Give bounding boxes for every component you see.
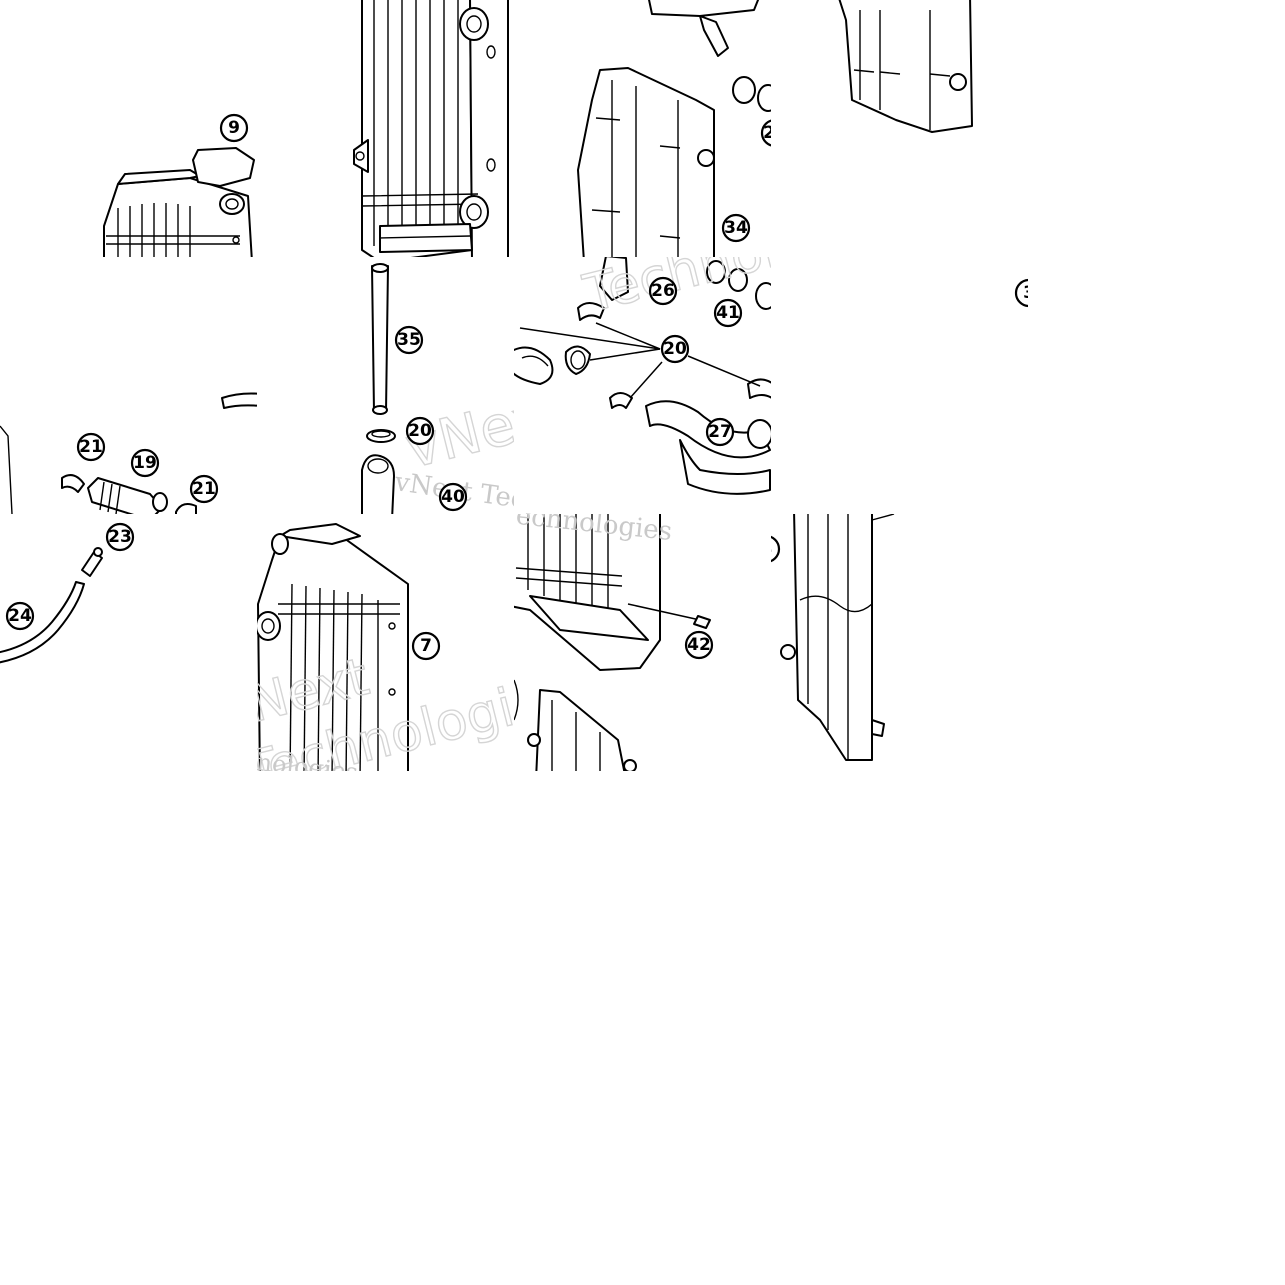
leader-20-c xyxy=(519,327,661,350)
radiator-small-with-cap xyxy=(103,147,255,257)
svg-text:9: 9 xyxy=(228,118,240,138)
callout-7: 7 xyxy=(411,631,441,661)
svg-text:20: 20 xyxy=(408,421,432,441)
svg-text:21: 21 xyxy=(79,437,103,457)
svg-text:19: 19 xyxy=(133,453,157,473)
callout-41: 41 xyxy=(713,298,743,328)
leader-20-b xyxy=(589,348,661,361)
svg-text:34: 34 xyxy=(724,218,748,238)
svg-text:27: 27 xyxy=(708,422,732,442)
callout-4: 4 xyxy=(760,535,781,563)
callout-27: 27 xyxy=(705,417,735,447)
callout-24: 24 xyxy=(5,601,35,631)
svg-text:40: 40 xyxy=(441,487,465,507)
hose-fittings-left xyxy=(0,392,257,514)
radiator-shroud-right xyxy=(838,0,973,133)
callout-26: 26 xyxy=(648,276,678,306)
svg-text:8: 8 xyxy=(302,281,314,301)
leader-20-a xyxy=(595,322,661,350)
callouts: 9 8 35 20 26 41 20 27 xyxy=(5,113,1035,661)
radiator-large xyxy=(353,0,509,257)
callout-21-left: 21 xyxy=(76,432,106,462)
callout-9: 9 xyxy=(219,113,249,143)
radiator-shroud xyxy=(577,0,771,257)
svg-text:35: 35 xyxy=(397,330,421,350)
callout-20-hose-clamps: 20 xyxy=(660,334,690,364)
radiator-left xyxy=(257,523,409,771)
callout-8: 8 xyxy=(295,278,321,304)
svg-text:3: 3 xyxy=(1023,283,1035,303)
pipe-and-clamp xyxy=(361,263,396,514)
svg-text:25: 25 xyxy=(763,123,787,143)
callout-20-pipe-clamp: 20 xyxy=(405,416,435,446)
svg-text:23: 23 xyxy=(108,527,132,547)
callout-3: 3 xyxy=(1014,278,1035,308)
callout-35: 35 xyxy=(394,325,424,355)
svg-text:7: 7 xyxy=(420,636,432,656)
leader-20-e xyxy=(687,355,761,387)
svg-text:20: 20 xyxy=(663,339,687,359)
callout-42: 42 xyxy=(684,630,714,660)
callout-40: 40 xyxy=(438,482,468,512)
vertical-shroud xyxy=(780,514,895,761)
svg-text:42: 42 xyxy=(687,635,711,655)
radiator-bottom xyxy=(514,514,711,771)
leader-20-d xyxy=(629,361,663,399)
callout-19: 19 xyxy=(130,448,160,478)
svg-text:21: 21 xyxy=(192,479,216,499)
svg-text:41: 41 xyxy=(716,303,740,323)
svg-text:4: 4 xyxy=(760,539,772,559)
overflow-hose xyxy=(0,547,103,664)
svg-text:24: 24 xyxy=(8,606,32,626)
callout-34: 34 xyxy=(721,213,751,243)
callout-23: 23 xyxy=(105,522,135,552)
callout-21-right: 21 xyxy=(189,474,219,504)
svg-text:26: 26 xyxy=(651,281,675,301)
callout-25: 25 xyxy=(760,119,787,147)
leader-lines xyxy=(519,322,761,399)
